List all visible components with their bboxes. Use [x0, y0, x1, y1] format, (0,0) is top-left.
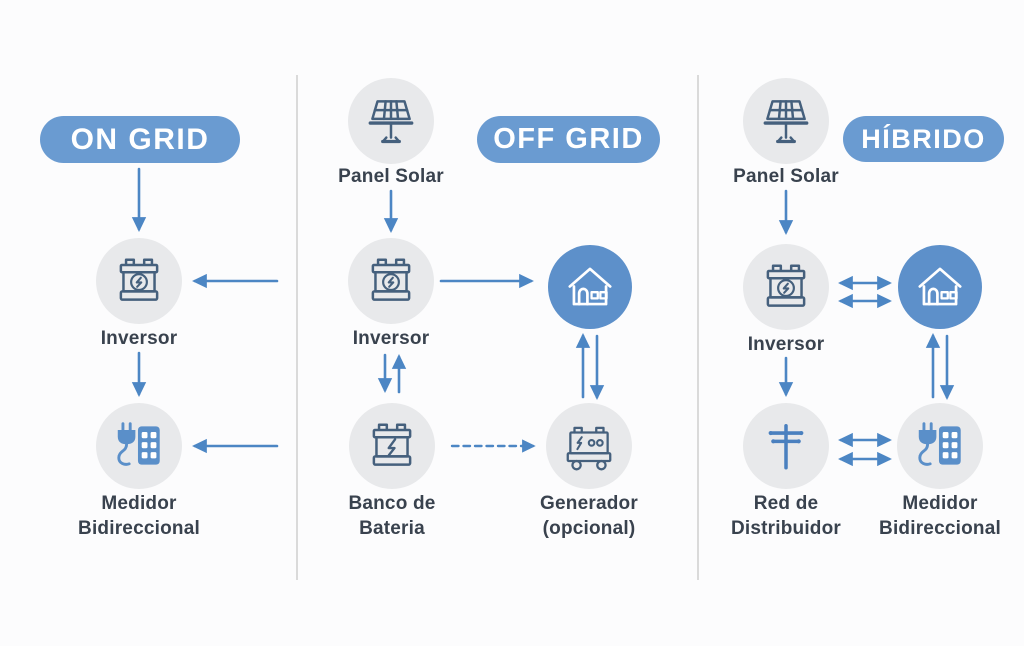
- generator-icon: [566, 426, 612, 471]
- inverter-icon: [119, 258, 159, 301]
- node-label: Inversor: [747, 334, 825, 355]
- node-offgrid-generador: Generador (opcional): [540, 403, 638, 539]
- inverter-icon: [766, 264, 806, 307]
- node-label: Banco de Bateria: [348, 493, 436, 539]
- node-label: Inversor: [352, 328, 430, 349]
- column-divider: [296, 75, 298, 580]
- node-ongrid-medidor: Medidor Bidireccional: [78, 403, 200, 539]
- node-offgrid-casa: [548, 245, 632, 329]
- node-label: Medidor Bidireccional: [78, 493, 200, 539]
- node-hibrido-casa: [898, 245, 982, 329]
- node-offgrid-banco-bateria: Banco de Bateria: [348, 403, 435, 539]
- inverter-icon: [371, 258, 411, 301]
- solar-panel-icon: [763, 99, 809, 144]
- node-circle: [546, 403, 632, 489]
- node-offgrid-inversor: Inversor: [348, 238, 434, 349]
- node-ongrid-inversor: Inversor: [96, 238, 182, 349]
- node-circle: [348, 238, 434, 324]
- node-hibrido-panel-solar: Panel Solar: [733, 78, 839, 187]
- bidirectional-meter-icon: [917, 422, 963, 467]
- node-circle: [548, 245, 632, 329]
- node-hibrido-inversor: Inversor: [743, 244, 829, 355]
- node-hibrido-red-distribuidor: Red de Distribuidor: [731, 403, 841, 539]
- node-circle: [898, 245, 982, 329]
- badge-off-grid: OFF GRID: [477, 116, 660, 163]
- house-icon: [918, 267, 962, 306]
- node-hibrido-medidor: Medidor Bidireccional: [879, 403, 1001, 539]
- node-label: Generador (opcional): [540, 493, 638, 539]
- node-label: Inversor: [100, 328, 178, 349]
- node-circle: [743, 244, 829, 330]
- bidirectional-meter-icon: [116, 422, 162, 467]
- node-circle: [897, 403, 983, 489]
- badge-hibrido: HÍBRIDO: [843, 116, 1004, 162]
- node-label: Panel Solar: [338, 166, 444, 187]
- node-circle: [743, 78, 829, 164]
- node-circle: [96, 403, 182, 489]
- node-label: Red de Distribuidor: [730, 493, 842, 539]
- node-circle: [349, 403, 435, 489]
- house-icon: [568, 267, 612, 306]
- node-label: Panel Solar: [733, 166, 839, 187]
- battery-bank-icon: [372, 423, 412, 466]
- node-label: Medidor Bidireccional: [879, 493, 1001, 539]
- column-divider: [697, 75, 699, 580]
- utility-pole-icon: [766, 424, 806, 470]
- node-circle: [96, 238, 182, 324]
- node-offgrid-panel-solar: Panel Solar: [338, 78, 444, 187]
- node-circle: [348, 78, 434, 164]
- node-circle: [743, 403, 829, 489]
- badge-on-grid: ON GRID: [40, 116, 240, 163]
- solar-panel-icon: [368, 99, 414, 144]
